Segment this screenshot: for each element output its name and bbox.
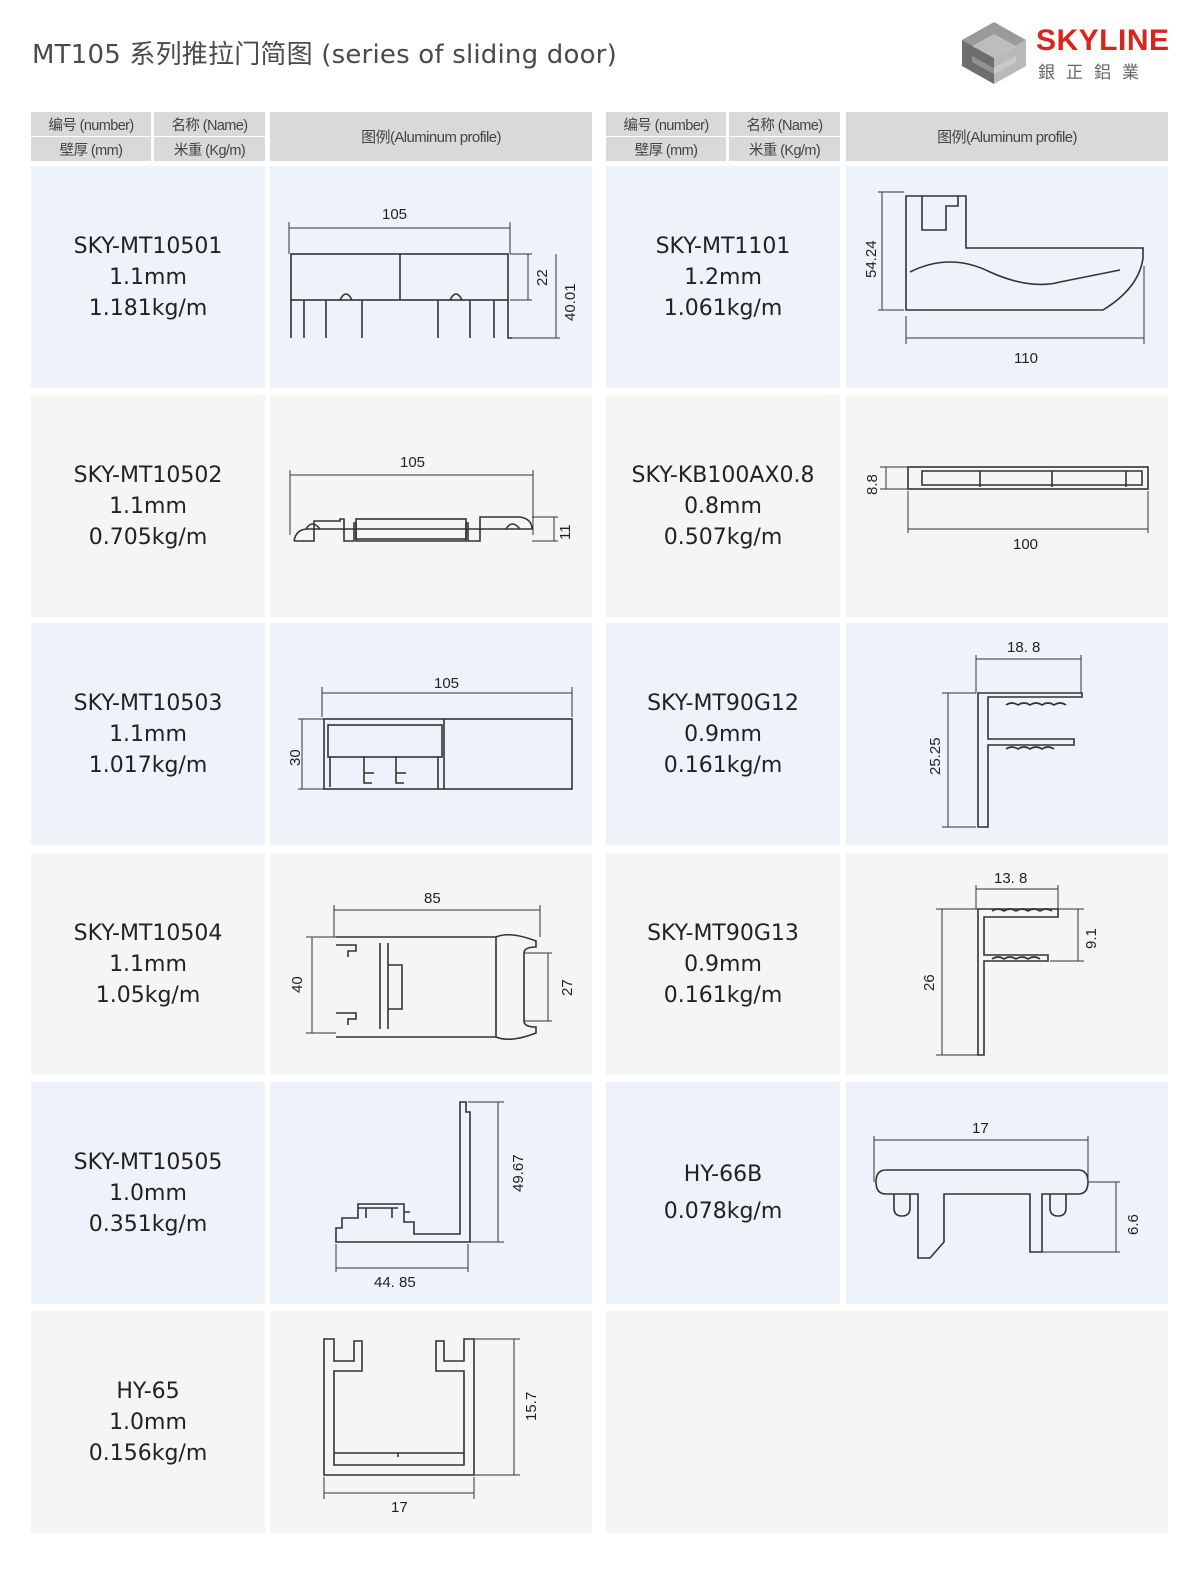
header-profile: 图例(Aluminum profile) [270, 112, 592, 161]
product-code: SKY-MT10502 [73, 462, 223, 488]
header-number-right: 编号 (number) [606, 112, 726, 136]
profile-diagram-sky-mt10503: 105 30 [270, 623, 592, 845]
header-number: 编号 (number) [31, 112, 151, 136]
product-thickness: 1.0mm [109, 1409, 187, 1435]
product-info-sky-mt10504: SKY-MT10504 1.1mm 1.05kg/m [31, 853, 265, 1075]
profile-diagram-sky-mt90g12: 18. 8 25.25 [846, 623, 1168, 845]
dim-label: 17 [391, 1499, 408, 1516]
dim-label: 100 [1013, 536, 1038, 553]
product-weight: 0.705kg/m [88, 524, 208, 550]
product-code: HY-65 [116, 1378, 180, 1404]
product-code: HY-66B [683, 1162, 763, 1187]
dim-label: 105 [382, 206, 407, 223]
product-thickness: 0.9mm [684, 721, 762, 747]
dim-label: 25.25 [927, 737, 944, 775]
profile-diagram-sky-mt90g13: 13. 8 9.1 26 [846, 853, 1168, 1075]
dim-label: 11 [557, 524, 574, 540]
dim-label: 85 [424, 890, 441, 907]
page-title: MT105 系列推拉门简图 (series of sliding door) [32, 40, 617, 70]
dim-label: 105 [434, 675, 459, 692]
dim-label: 15.7 [523, 1392, 540, 1421]
product-code: SKY-MT1101 [655, 233, 791, 259]
header-thickness-right: 壁厚 (mm) [606, 137, 726, 161]
profile-diagram-hy-66b: 17 6.6 [846, 1082, 1168, 1304]
header-weight: 米重 (Kg/m) [154, 137, 265, 161]
dim-label: 9.1 [1083, 928, 1100, 949]
product-weight: 0.161kg/m [663, 752, 783, 778]
dim-label: 40.01 [562, 283, 579, 321]
product-info-sky-mt10505: SKY-MT10505 1.0mm 0.351kg/m [31, 1082, 265, 1304]
profile-diagram-sky-mt10505: 49.67 44. 85 [270, 1082, 592, 1304]
product-weight: 1.05kg/m [95, 982, 201, 1008]
product-weight: 0.351kg/m [88, 1211, 208, 1237]
dim-label: 26 [921, 974, 938, 991]
dim-label: 49.67 [510, 1154, 527, 1192]
product-weight: 0.078kg/m [663, 1199, 783, 1224]
profile-diagram-hy-65: 15.7 17 [270, 1311, 592, 1533]
dim-label: 18. 8 [1007, 639, 1040, 656]
product-info-sky-mt10501: SKY-MT10501 1.1mm 1.181kg/m [31, 166, 265, 388]
dim-label: 105 [400, 454, 425, 471]
product-info-sky-kb100ax0.8: SKY-KB100AX0.8 0.8mm 0.507kg/m [606, 395, 840, 617]
header-name-right: 名称 (Name) [729, 112, 840, 136]
product-thickness: 0.8mm [684, 493, 762, 519]
dim-label: 22 [534, 269, 551, 286]
product-code: SKY-KB100AX0.8 [631, 462, 815, 488]
profile-diagram-sky-mt10502: 105 11 [270, 395, 592, 617]
product-thickness: 1.2mm [684, 264, 762, 290]
product-thickness: 1.1mm [109, 721, 187, 747]
product-weight: 0.161kg/m [663, 982, 783, 1008]
dim-label: 44. 85 [374, 1274, 416, 1291]
product-weight: 1.017kg/m [88, 752, 208, 778]
dim-label: 40 [289, 976, 306, 993]
product-info-sky-mt1101: SKY-MT1101 1.2mm 1.061kg/m [606, 166, 840, 388]
product-weight: 0.507kg/m [663, 524, 783, 550]
dim-label: 110 [1014, 350, 1038, 367]
product-thickness: 0.9mm [684, 951, 762, 977]
brand-name: SKYLINE [1036, 24, 1170, 57]
profile-diagram-sky-mt1101: 54.24 110 [846, 166, 1168, 388]
empty-cell [606, 1311, 1168, 1533]
dim-label: 17 [972, 1120, 989, 1137]
brand-logo: SKYLINE 銀正鋁業 [958, 18, 1178, 88]
header-weight-right: 米重 (Kg/m) [729, 137, 840, 161]
product-code: SKY-MT90G12 [647, 690, 799, 716]
dim-label: 13. 8 [994, 870, 1027, 887]
product-weight: 0.156kg/m [88, 1440, 208, 1466]
dim-label: 6.6 [1125, 1214, 1142, 1235]
header-name: 名称 (Name) [154, 112, 265, 136]
product-code: SKY-MT10503 [73, 690, 223, 716]
product-thickness: 1.0mm [109, 1180, 187, 1206]
product-info-sky-mt90g13: SKY-MT90G13 0.9mm 0.161kg/m [606, 853, 840, 1075]
profile-diagram-sky-mt10501: 105 22 40.01 [270, 166, 592, 388]
product-thickness: 1.1mm [109, 264, 187, 290]
profile-diagram-sky-mt10504: 85 40 27 [270, 853, 592, 1075]
product-info-sky-mt10502: SKY-MT10502 1.1mm 0.705kg/m [31, 395, 265, 617]
product-thickness: 1.1mm [109, 951, 187, 977]
dim-label: 30 [287, 749, 304, 766]
product-code: SKY-MT10501 [73, 233, 223, 259]
product-info-sky-mt90g12: SKY-MT90G12 0.9mm 0.161kg/m [606, 623, 840, 845]
brand-name-cn: 銀正鋁業 [1038, 63, 1150, 83]
product-info-hy-65: HY-65 1.0mm 0.156kg/m [31, 1311, 265, 1533]
product-weight: 1.181kg/m [88, 295, 208, 321]
product-thickness: 1.1mm [109, 493, 187, 519]
product-code: SKY-MT10504 [73, 920, 223, 946]
product-weight: 1.061kg/m [663, 295, 783, 321]
dim-label: 27 [559, 979, 576, 996]
header-profile-right: 图例(Aluminum profile) [846, 112, 1168, 161]
dim-label: 8.8 [864, 474, 881, 495]
profile-diagram-sky-kb100ax0.8: 8.8 100 [846, 395, 1168, 617]
product-code: SKY-MT90G13 [647, 920, 799, 946]
product-info-hy-66b: HY-66B 0.078kg/m [606, 1082, 840, 1304]
dim-label: 54.24 [863, 240, 880, 278]
product-code: SKY-MT10505 [73, 1149, 223, 1175]
header-thickness: 壁厚 (mm) [31, 137, 151, 161]
skyline-logo-icon [962, 22, 1026, 84]
product-info-sky-mt10503: SKY-MT10503 1.1mm 1.017kg/m [31, 623, 265, 845]
